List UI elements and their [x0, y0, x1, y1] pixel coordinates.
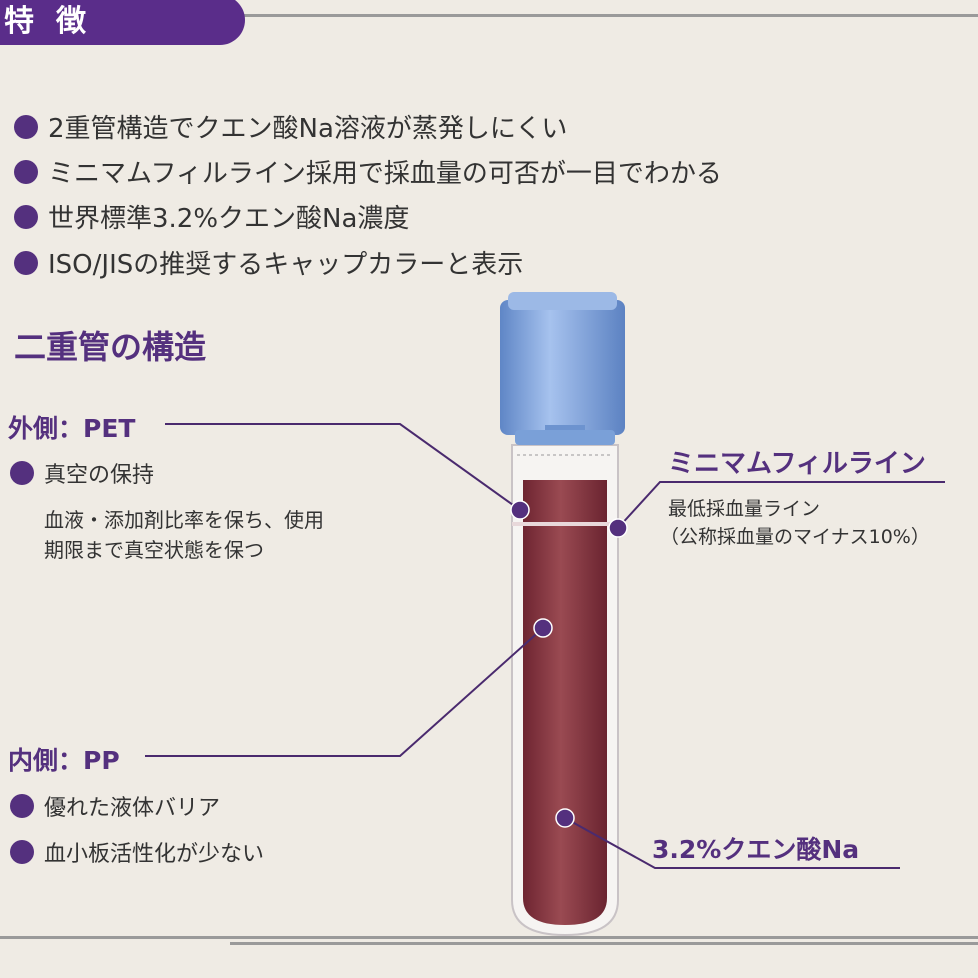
tube-body — [511, 444, 619, 937]
bullet-icon — [14, 204, 38, 229]
fill-line-label: ミニマムフィルライン — [668, 449, 926, 479]
bullet-icon — [10, 840, 34, 864]
content-frame — [230, 14, 978, 945]
feature-text: 2重管構造でクエン酸Na溶液が蒸発しにくい — [48, 114, 568, 144]
feature-text: 世界標準3.2%クエン酸Na濃度 — [48, 204, 410, 234]
bottom-divider — [0, 936, 978, 939]
feature-item: ISO/JISの推奨するキャップカラーと表示 — [14, 244, 523, 281]
outer-point-text: 真空の保持 — [44, 463, 155, 488]
additive-label: 3.2%クエン酸Na — [652, 835, 860, 864]
leader-lines — [145, 423, 945, 869]
bullet-icon — [10, 794, 34, 818]
inner-layer-label: 内側：PP — [8, 746, 120, 775]
tube-cap — [500, 292, 625, 445]
structure-heading: 二重管の構造 — [14, 328, 207, 366]
section-tab: 特徴 — [0, 0, 245, 45]
bullet-icon — [14, 250, 38, 275]
feature-item: ミニマムフィルライン採用で採血量の可否が一目でわかる — [14, 153, 722, 190]
feature-text: ISO/JISの推奨するキャップカラーと表示 — [48, 250, 524, 280]
inner-point-text: 優れた液体バリア — [44, 796, 221, 821]
feature-item: 世界標準3.2%クエン酸Na濃度 — [14, 198, 409, 235]
marker-dots — [510, 500, 628, 828]
fill-line-desc: 最低採血量ライン — [668, 498, 821, 520]
outer-layer-label: 外側：PET — [8, 414, 136, 443]
bullet-icon — [14, 114, 38, 139]
feature-item: 2重管構造でクエン酸Na溶液が蒸発しにくい — [14, 108, 567, 145]
inner-point: 血小板活性化が少ない — [10, 836, 264, 868]
bullet-icon — [14, 159, 38, 184]
inner-point: 優れた液体バリア — [10, 790, 220, 822]
fill-line-note: （公称採血量のマイナス10%） — [660, 526, 930, 548]
outer-point: 真空の保持 — [10, 457, 154, 489]
bullet-icon — [10, 461, 34, 485]
outer-desc: 血液・添加剤比率を保ち、使用 — [44, 508, 324, 532]
outer-desc: 期限まで真空状態を保つ — [44, 538, 264, 562]
feature-text: ミニマムフィルライン採用で採血量の可否が一目でわかる — [48, 159, 722, 189]
inner-point-text: 血小板活性化が少ない — [44, 842, 265, 867]
